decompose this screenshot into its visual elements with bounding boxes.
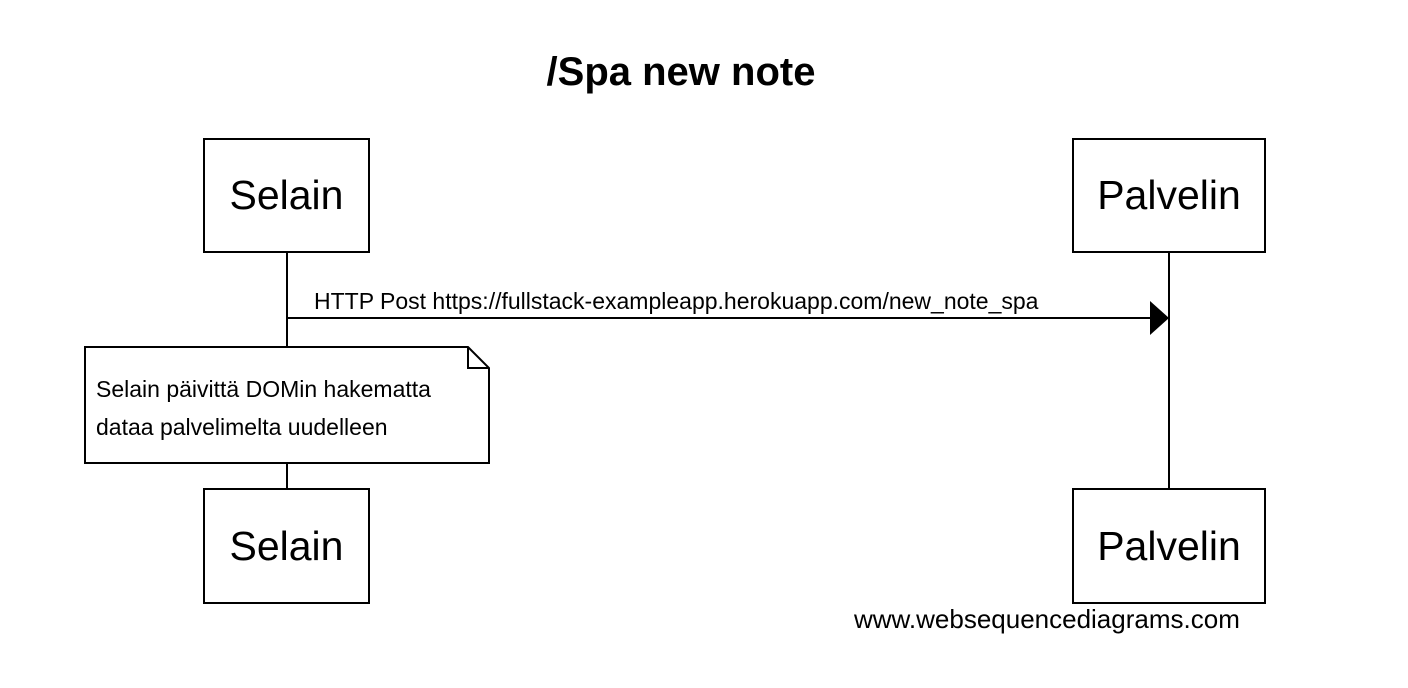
note-line-1: Selain päivittä DOMin hakematta (96, 376, 431, 402)
participant-palvelin-bottom: Palvelin (1072, 488, 1266, 604)
message-arrowhead-icon (1150, 301, 1169, 335)
note-text: Selain päivittä DOMin hakematta dataa pa… (96, 370, 431, 446)
participant-palvelin-top: Palvelin (1072, 138, 1266, 253)
participant-selain-top: Selain (203, 138, 370, 253)
note: Selain päivittä DOMin hakematta dataa pa… (84, 346, 490, 464)
diagram-title: /Spa new note (546, 50, 816, 94)
message-arrow-line (288, 317, 1152, 319)
note-line-2: dataa palvelimelta uudelleen (96, 414, 388, 440)
note-shape (84, 346, 490, 464)
message-label: HTTP Post https://fullstack-exampleapp.h… (314, 288, 1039, 314)
participant-selain-bottom: Selain (203, 488, 370, 604)
watermark: www.websequencediagrams.com (854, 604, 1240, 634)
palvelin-lifeline (1168, 252, 1170, 490)
